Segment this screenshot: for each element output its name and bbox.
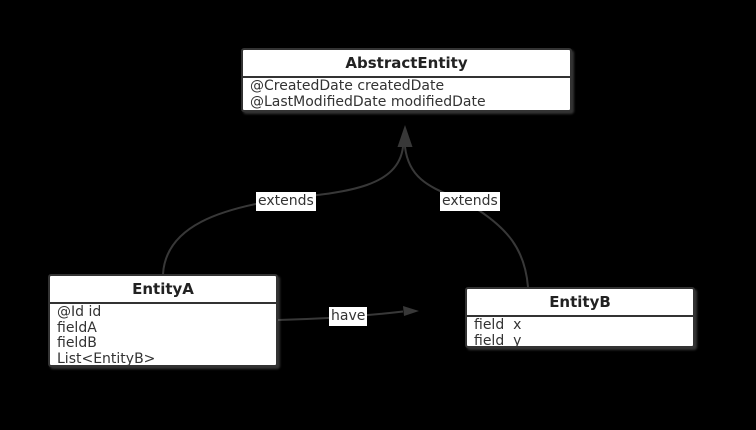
- class-node-entity-a: EntityA @Id id fieldA fieldB List<Entity…: [48, 274, 278, 367]
- class-field: @LastModifiedDate modifiedDate: [250, 93, 486, 110]
- edge-label-have: have: [329, 307, 368, 326]
- have-arrowhead: [403, 306, 419, 316]
- class-node-entity-b: EntityB field x field y: [465, 287, 695, 348]
- class-field: field x: [474, 317, 522, 333]
- class-field: @CreatedDate createdDate: [250, 78, 445, 94]
- inheritance-arrowhead: [397, 125, 413, 147]
- class-title: EntityA: [50, 276, 276, 304]
- class-field: List<EntityB>: [57, 350, 156, 367]
- class-title: AbstractEntity: [243, 50, 570, 78]
- class-field: field y: [474, 332, 522, 348]
- extends-edge-entity-b: [404, 146, 529, 288]
- class-field: fieldB: [57, 335, 97, 351]
- class-node-abstract-entity: AbstractEntity @CreatedDate createdDate …: [241, 48, 572, 112]
- class-body: @CreatedDate createdDate @LastModifiedDa…: [243, 78, 570, 110]
- class-body: field x field y: [467, 317, 693, 348]
- class-field: @Id id: [57, 304, 102, 320]
- edge-label-extends-right: extends: [440, 192, 500, 211]
- class-body: @Id id fieldA fieldB List<EntityB>: [50, 304, 276, 367]
- class-field: fieldA: [57, 319, 97, 336]
- edge-label-extends-left: extends: [256, 192, 316, 211]
- class-title: EntityB: [467, 289, 693, 317]
